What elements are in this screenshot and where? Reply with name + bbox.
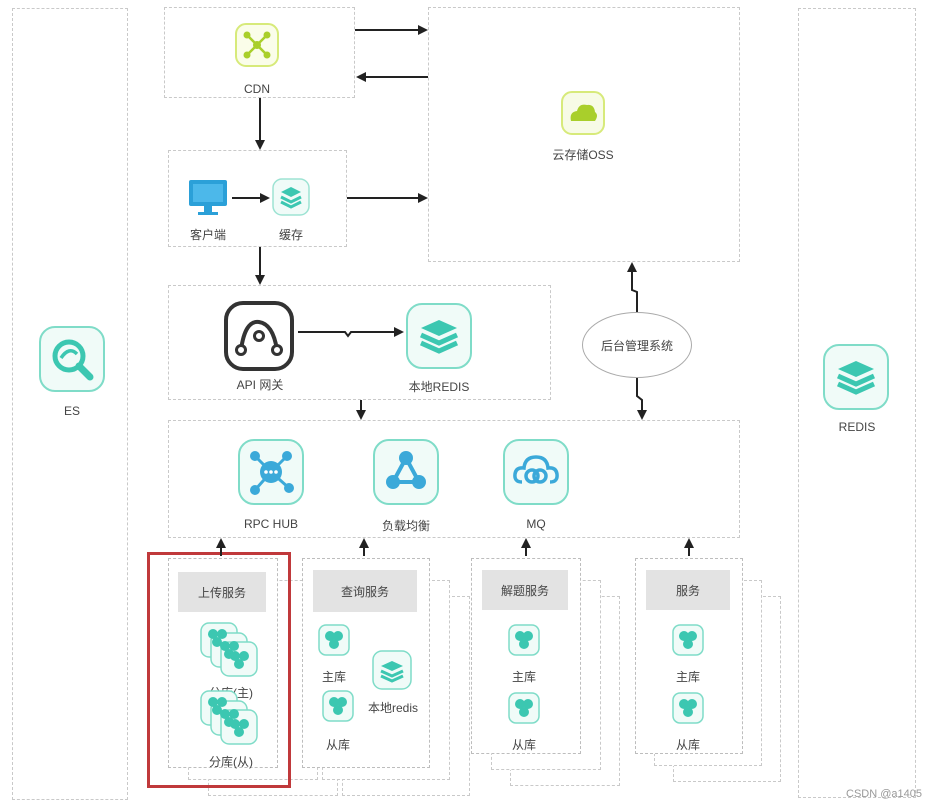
shard-slave-label: 分库(从)	[209, 755, 253, 769]
redis-label: REDIS	[838, 420, 876, 434]
local-redis-small-label: 本地redis	[367, 701, 418, 715]
slave-db-icon	[672, 692, 704, 729]
slave-db-label: 从库	[511, 738, 536, 752]
slave-db-label: 从库	[325, 738, 350, 752]
master-db-icon	[508, 624, 540, 661]
master-db-icon	[318, 624, 350, 661]
load-balance-label: 负载均衡	[381, 519, 430, 533]
es-column	[12, 8, 128, 800]
cache-icon	[272, 178, 310, 221]
watermark: CSDN @a1405	[846, 788, 922, 800]
local-redis-icon	[405, 302, 473, 375]
local-redis-small-icon	[372, 650, 412, 695]
api-gateway-label: API 网关	[236, 378, 284, 392]
api-gateway-icon	[223, 300, 295, 377]
master-db-label: 主库	[321, 670, 346, 684]
cache-label: 缓存	[278, 228, 303, 242]
arrow-admin-to-oss	[627, 262, 638, 312]
monitor-icon	[187, 177, 229, 224]
cdn-icon	[234, 22, 280, 73]
shard-master-icon	[200, 622, 260, 683]
local-redis-label: 本地REDIS	[408, 380, 470, 394]
rpc-hub-icon	[237, 438, 305, 511]
cloud-storage-icon	[560, 90, 606, 141]
decode-service-title: 解题服务	[482, 570, 568, 610]
cdn-label: CDN	[244, 82, 270, 96]
master-db-icon	[672, 624, 704, 661]
es-label: ES	[63, 404, 80, 418]
master-db-label: 主库	[675, 670, 700, 684]
slave-db-label: 从库	[675, 738, 700, 752]
upload-service-title: 上传服务	[178, 572, 266, 612]
admin-system-node: 后台管理系统	[582, 312, 692, 378]
master-db-label: 主库	[511, 670, 536, 684]
client-label: 客户端	[189, 228, 226, 242]
slave-db-icon	[508, 692, 540, 729]
mq-icon	[502, 438, 570, 511]
search-icon	[38, 325, 106, 398]
load-balance-icon	[372, 438, 440, 511]
highlight-frame	[147, 552, 291, 788]
oss-label: 云存储OSS	[552, 148, 614, 162]
shard-slave-icon	[200, 690, 260, 751]
query-service-title: 查询服务	[313, 570, 417, 612]
redis-icon	[822, 343, 890, 416]
arrow-admin-to-middleware	[636, 378, 647, 420]
mq-label: MQ	[526, 517, 546, 531]
slave-db-icon	[322, 690, 354, 727]
other-service-title: 服务	[646, 570, 730, 610]
rpc-hub-label: RPC HUB	[243, 517, 298, 531]
